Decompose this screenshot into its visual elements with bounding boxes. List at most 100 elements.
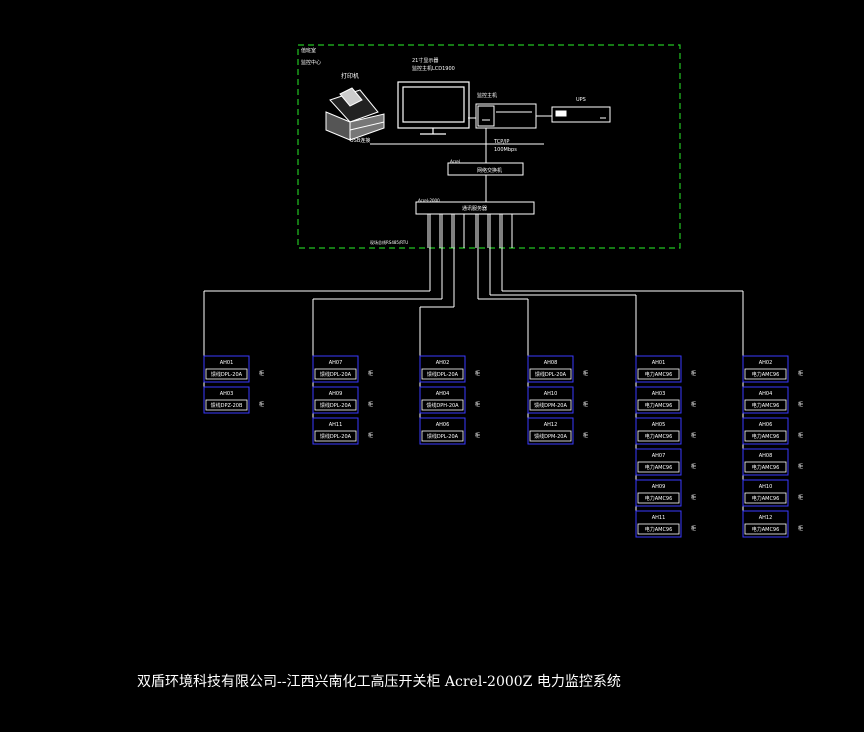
cabinet-mark: 柜 xyxy=(475,401,480,408)
meter-title: AH07 xyxy=(652,453,666,459)
meter-display xyxy=(637,399,680,411)
ups-icon xyxy=(551,106,611,123)
cabinet-mark: 柜 xyxy=(368,432,373,439)
meter-display xyxy=(421,368,464,380)
cabinet-mark: 柜 xyxy=(583,432,588,439)
diagram-caption: 双盾环境科技有限公司--江西兴南化工高压开关柜 Acrel-2000Z 电力监控… xyxy=(137,673,621,690)
meter-title: AH09 xyxy=(652,484,666,490)
cabinet-mark: 柜 xyxy=(798,401,803,408)
meter-title: AH01 xyxy=(220,360,234,366)
meter-title: AH11 xyxy=(329,422,343,428)
meter-frame xyxy=(419,386,466,414)
meter-frame xyxy=(742,479,789,507)
meter-label: 电力AMC96 xyxy=(645,495,673,502)
meter-frame xyxy=(312,417,359,445)
meter-label: 电力AMC96 xyxy=(752,526,780,533)
meter-frame xyxy=(742,355,789,383)
meter-label: 馈线DPL-20A xyxy=(535,371,567,378)
meter-label: 馈线DPZ-20B xyxy=(211,402,243,409)
meter-label: 馈线DPH-20A xyxy=(426,402,459,409)
fieldbus-label: 现场总线RS485/RTU xyxy=(370,239,408,245)
meter-frame xyxy=(419,355,466,383)
cabinet-mark: 柜 xyxy=(259,370,264,377)
meter-label: 电力AMC96 xyxy=(645,526,673,533)
host-computer-icon xyxy=(475,103,537,129)
meter-display xyxy=(637,430,680,442)
server-label: 通讯服务器 xyxy=(462,205,487,212)
host-label: 监控主机 xyxy=(477,92,497,99)
meter-title: AH12 xyxy=(544,422,558,428)
meter-display xyxy=(205,368,248,380)
monitor-label-1: 21寸显示器 xyxy=(412,57,438,64)
meter-label: 馈线DPL-20A xyxy=(320,402,352,409)
switch-label: 网络交换机 xyxy=(477,167,502,174)
meter-label: 电力AMC96 xyxy=(752,371,780,378)
meter-label: 电力AMC96 xyxy=(645,464,673,471)
switch-tag: Acrel xyxy=(450,159,460,164)
cabinet-mark: 柜 xyxy=(691,370,696,377)
meter-label: 电力AMC96 xyxy=(752,402,780,409)
cabinet-mark: 柜 xyxy=(691,401,696,408)
meter-display xyxy=(637,523,680,535)
meter-display xyxy=(744,368,787,380)
meter-display xyxy=(314,368,357,380)
cabinet-mark: 柜 xyxy=(259,401,264,408)
meter-frame xyxy=(312,386,359,414)
meter-title: AH03 xyxy=(220,391,234,397)
room-label-1: 值班室 xyxy=(301,47,316,54)
cabinet-mark: 柜 xyxy=(475,432,480,439)
meter-frame xyxy=(742,510,789,538)
meter-display xyxy=(314,399,357,411)
cabinet-mark: 柜 xyxy=(798,463,803,470)
meter-label: 电力AMC96 xyxy=(645,402,673,409)
meter-title: AH12 xyxy=(759,515,773,521)
monitoring-center-boundary xyxy=(297,44,681,249)
cabinet-mark: 柜 xyxy=(583,401,588,408)
bandwidth-label: 100Mbps xyxy=(494,147,517,153)
meter-display xyxy=(205,399,248,411)
meter-title: AH08 xyxy=(759,453,773,459)
control-room-links xyxy=(370,115,552,163)
cabinet-mark: 柜 xyxy=(475,370,480,377)
meter-display xyxy=(744,523,787,535)
meter-frame xyxy=(635,479,682,507)
monitor-icon xyxy=(397,81,470,135)
meter-frame xyxy=(635,417,682,445)
cabinet-mark: 柜 xyxy=(368,370,373,377)
cabinet-mark: 柜 xyxy=(798,494,803,501)
meter-display xyxy=(529,430,572,442)
meter-frame xyxy=(635,355,682,383)
meter-title: AH06 xyxy=(436,422,450,428)
meter-display xyxy=(529,368,572,380)
meter-display xyxy=(744,461,787,473)
meter-display xyxy=(744,430,787,442)
meter-label: 馈线DPM-20A xyxy=(534,402,567,409)
meter-frame xyxy=(203,386,250,414)
meter-title: AH10 xyxy=(759,484,773,490)
meter-label: 电力AMC96 xyxy=(752,495,780,502)
meter-frame xyxy=(527,386,574,414)
meter-frame xyxy=(527,417,574,445)
meter-label: 电力AMC96 xyxy=(752,433,780,440)
cabinet-mark: 柜 xyxy=(798,370,803,377)
meter-display xyxy=(421,430,464,442)
cabinet-mark: 柜 xyxy=(583,370,588,377)
meter-frame xyxy=(742,417,789,445)
meter-frame xyxy=(742,448,789,476)
fieldbus-lines xyxy=(203,214,744,525)
meter-frame xyxy=(203,355,250,383)
server-tag: Acrel-2000 xyxy=(418,198,440,203)
